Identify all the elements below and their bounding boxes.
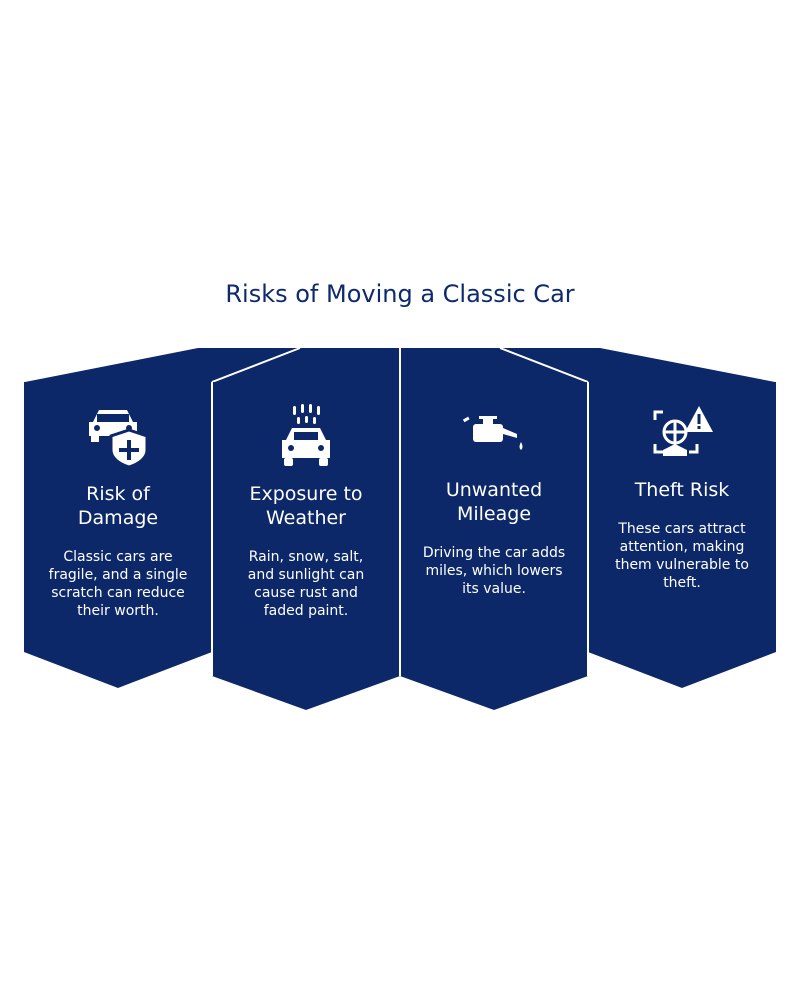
card-body: Classic cars are fragile, and a single s… <box>48 549 188 619</box>
card-body: These cars attract attention, making the… <box>615 521 749 591</box>
car-wash-icon <box>282 404 330 466</box>
banner-shape <box>588 382 776 688</box>
oil-can-icon <box>462 416 523 450</box>
banner-shape <box>400 382 588 710</box>
roof-divider <box>211 347 301 383</box>
banner-shape <box>24 382 212 688</box>
card-body: Rain, snow, salt, and sunlight can cause… <box>247 549 365 619</box>
card-body: Driving the car adds miles, which lowers… <box>422 545 566 597</box>
page-title: Risks of Moving a Classic Car <box>225 280 575 308</box>
roof-divider <box>499 347 589 383</box>
car-shield-icon <box>89 410 149 468</box>
theft-alert-icon <box>653 406 713 456</box>
card-heading: Theft Risk <box>634 479 730 501</box>
banner-shape <box>212 382 400 710</box>
card-theft-risk: Theft Risk These cars attract attention,… <box>588 404 776 592</box>
